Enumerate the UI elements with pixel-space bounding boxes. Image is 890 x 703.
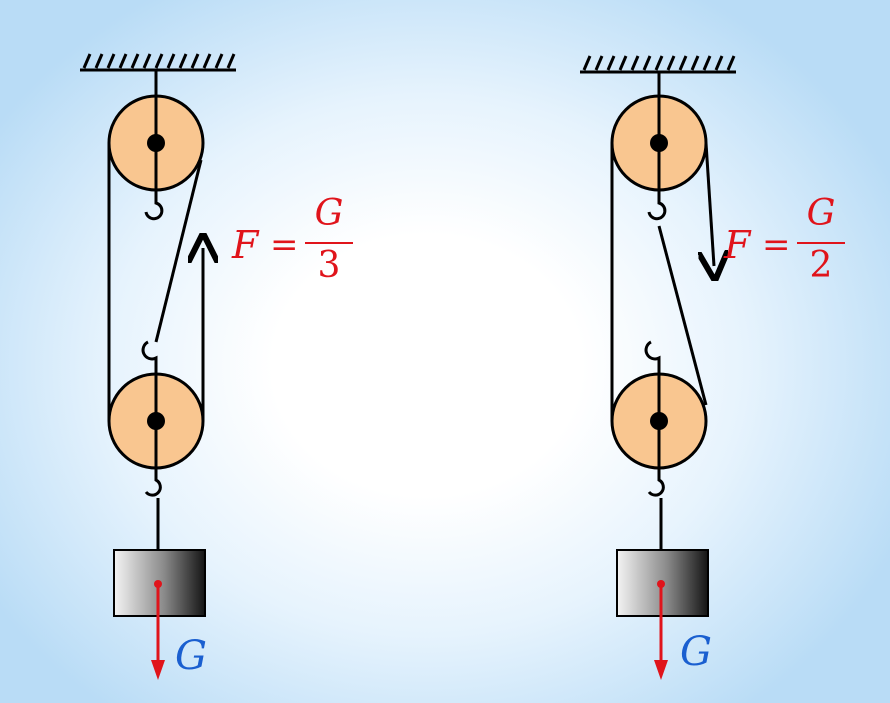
right-movable-axle bbox=[650, 412, 668, 430]
left-pulley-system bbox=[80, 53, 236, 680]
right-weight-label: G bbox=[680, 629, 712, 675]
left-movable-axle bbox=[147, 412, 165, 430]
left-fixed-axle bbox=[147, 134, 165, 152]
right-fraction-bar bbox=[797, 242, 845, 244]
right-force-denominator: 2 bbox=[809, 245, 833, 286]
left-rope bbox=[107, 143, 203, 421]
left-movable-top-hook bbox=[141, 340, 158, 373]
left-force-denominator: 3 bbox=[317, 245, 341, 286]
right-force-numerator: G bbox=[806, 193, 836, 234]
left-ceiling bbox=[80, 53, 236, 72]
left-force-symbol: F bbox=[232, 223, 259, 267]
right-movable-top-hook bbox=[644, 340, 661, 373]
left-weight-arrow bbox=[151, 580, 165, 680]
right-rope bbox=[610, 142, 714, 421]
right-upper-hook bbox=[647, 193, 667, 221]
right-force-formula: F = G 2 bbox=[724, 196, 854, 292]
right-force-symbol: F bbox=[724, 223, 751, 267]
left-fraction-bar bbox=[305, 242, 353, 244]
right-equals-sign: = bbox=[762, 225, 791, 265]
right-pulley-system bbox=[580, 55, 736, 680]
left-weight-label: G bbox=[175, 633, 207, 679]
right-ceiling bbox=[580, 55, 736, 74]
left-force-numerator: G bbox=[314, 193, 344, 234]
left-force-formula: F = G 3 bbox=[232, 196, 362, 292]
left-upper-hook bbox=[144, 193, 164, 221]
right-weight-arrow bbox=[654, 580, 668, 680]
left-lower-hook bbox=[144, 470, 162, 497]
left-equals-sign: = bbox=[270, 225, 299, 265]
right-lower-hook bbox=[647, 470, 665, 497]
right-fixed-axle bbox=[650, 134, 668, 152]
